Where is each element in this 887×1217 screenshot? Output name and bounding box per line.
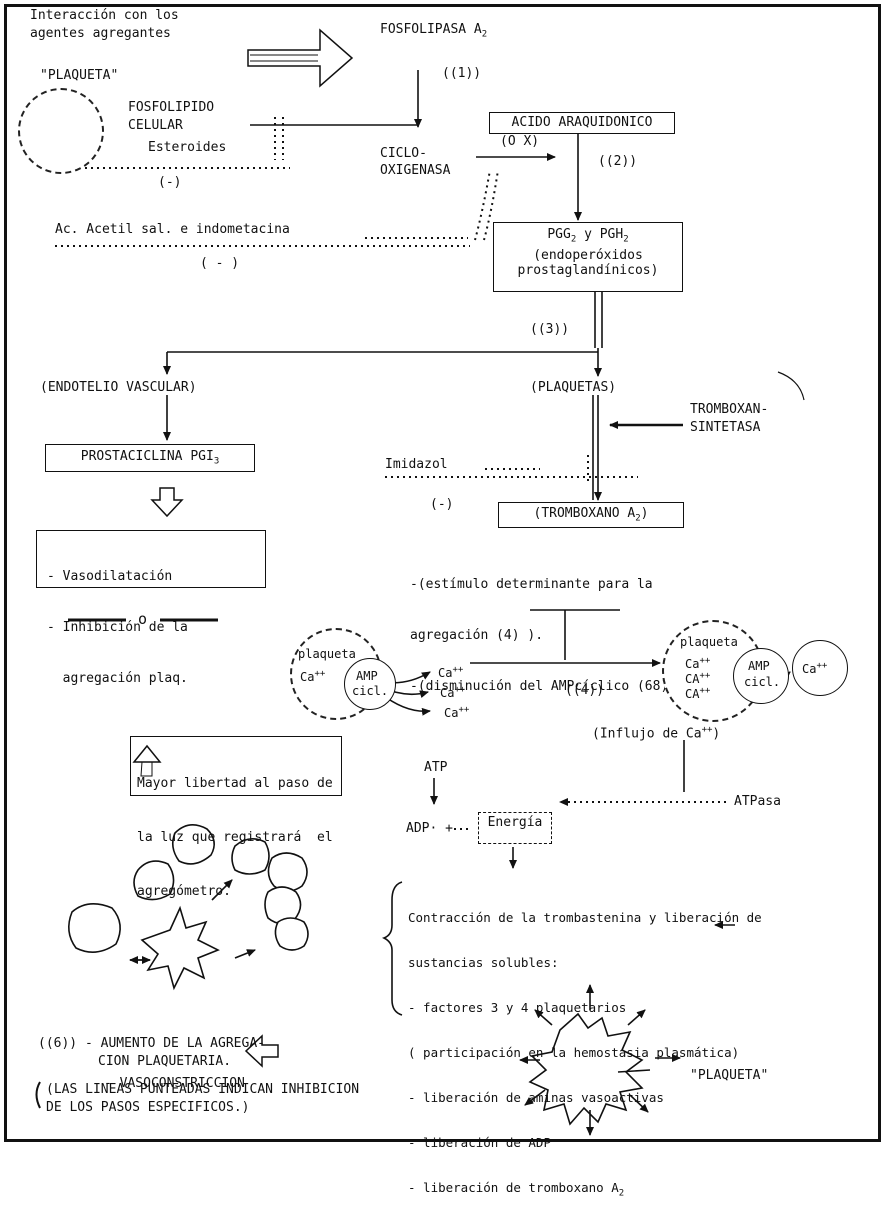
clump-platelet (267, 852, 308, 892)
tromboxan-sintetasa-line1: TROMBOXAN- (690, 402, 769, 417)
contraction-line: - liberación de ADP (408, 1135, 551, 1150)
footer-line2: DE LOS PASOS ESPECIFICOS.) (46, 1100, 250, 1115)
imidazol-label: Imidazol (385, 457, 448, 472)
tromboxano-box: (TROMBOXANO A2) (498, 502, 684, 528)
note-item: -(disminución del AMPcíclico (68)). (410, 679, 684, 694)
contraction-line: Contracción de la trombastenina y libera… (408, 910, 762, 925)
left-platelet-label: plaqueta (298, 647, 356, 661)
light-line: agregómetro. (137, 884, 231, 899)
contraction-line: - liberación de tromboxano A2 (408, 1180, 625, 1199)
aggregation-line1: ((6)) - AUMENTO DE LA AGREGA- (38, 1036, 265, 1051)
left-amp-circle (344, 658, 396, 710)
adp-label: ADP· + (406, 821, 453, 836)
note-item: -(estímulo determinante para la (410, 577, 653, 592)
imidazol-inhibition: (-) (430, 497, 454, 512)
contraction-line: sustancias solubles: (408, 955, 559, 970)
step-3: ((3)) (530, 322, 570, 337)
interaction-arrow (247, 28, 354, 88)
prostaciclina-label: PROSTACICLINA PGI3 (80, 449, 220, 467)
contraction-line: ( participación en la hemostasia plasmát… (408, 1045, 740, 1060)
atp-label: ATP (424, 760, 448, 775)
contraction-line: - factores 3 y 4 plaquetarios (408, 1000, 627, 1015)
note-item: agregación (4) ). (410, 628, 544, 643)
ca-outside-label: Ca++ (802, 661, 828, 676)
ca-outside-circle (792, 640, 848, 696)
right-platelet-ca-caps: CA++ (685, 686, 711, 701)
right-amp-line1: AMP (748, 659, 770, 673)
separator-o: o (138, 610, 148, 628)
clump-platelet (68, 903, 121, 953)
star-platelet (140, 905, 220, 991)
endotelio-label: (ENDOTELIO VASCULAR) (40, 380, 197, 395)
footer-line1: (LAS LINEAS PUNTEADAS INDICAN INHIBICION (46, 1082, 360, 1097)
aspirin-inhibition: ( - ) (200, 256, 240, 271)
plaqueta-cell-illustration (18, 88, 104, 174)
ciclooxigenasa-line1: CICLO- (380, 146, 427, 161)
light-box: Mayor libertad al paso de la luz que reg… (130, 736, 342, 899)
tromboxano-notes: -(estímulo determinante para la agregaci… (410, 542, 684, 712)
light-line: Mayor libertad al paso de (137, 776, 333, 791)
ca-ion: Ca++ (444, 705, 470, 720)
interaction-line1: Interacción con los (30, 8, 179, 23)
fosfolipido-line1: FOSFOLIPIDO (128, 100, 215, 115)
diagram-lines (35, 28, 805, 1136)
diagram-frame (4, 4, 881, 1142)
pgg-line2: (endoperóxidos (533, 247, 643, 263)
ciclooxigenasa-line2: OXIGENASA (380, 163, 451, 178)
influjo-label: (Influjo de Ca++) (592, 725, 721, 742)
clump-platelet (231, 838, 270, 875)
effect-item: - Vasodilatación (47, 569, 173, 584)
light-box-text: Mayor libertad al paso de la luz que reg… (131, 737, 341, 937)
fosfolipido-line2: CELULAR (128, 118, 183, 133)
pgg-line1: PGG2 y PGH2 (547, 227, 629, 245)
right-platelet-ca-caps: CA++ (685, 671, 711, 686)
contraction-list: Contracción de la trombastenina y libera… (408, 880, 762, 1217)
clump-platelet (171, 824, 215, 865)
clump-platelet (274, 917, 309, 951)
esteroides-label: Esteroides (148, 140, 227, 155)
pgg-line3: prostaglandínicos) (517, 262, 659, 278)
plaqueta-bottom-label: "PLAQUETA" (690, 1068, 769, 1083)
right-amp-circle (733, 648, 789, 704)
right-platelet-label: plaqueta (680, 635, 738, 649)
ox-label: (O X) (500, 134, 540, 149)
tromboxan-sintetasa-line2: SINTETASA (690, 420, 761, 435)
stray-mark: ' (96, 680, 104, 695)
fosfolipasa-label: FOSFOLIPASA A2 (380, 22, 488, 40)
aspirin-label: Ac. Acetil sal. e indometacina (55, 222, 290, 237)
star-platelet-large (528, 1012, 644, 1126)
esteroides-inhibition: (-) (158, 175, 182, 190)
interaction-line2: agentes agregantes (30, 26, 171, 41)
left-platelet-ca: Ca++ (300, 669, 326, 684)
effect-item: - Inhibición de la (47, 620, 188, 635)
energia-box: Energía (478, 812, 552, 844)
plaquetas-label: (PLAQUETAS) (530, 380, 617, 395)
tromboxano-label: (TROMBOXANO A2) (533, 506, 649, 524)
step-1: ((1)) (442, 66, 482, 81)
plaqueta-label: "PLAQUETA" (40, 68, 119, 83)
light-line: la luz que registrará el (137, 830, 333, 845)
aggregation-line2: CION PLAQUETARIA. (98, 1054, 232, 1069)
effect-item: agregación plaq. (47, 671, 188, 686)
left-amp-line2: cicl. (352, 684, 389, 698)
pgg-pgh-box: PGG2 y PGH2 (endoperóxidos prostaglandín… (493, 222, 683, 292)
acido-araquidonico-box: ACIDO ARAQUIDONICO (489, 112, 675, 134)
step-2: ((2)) (598, 154, 638, 169)
energia-label: Energía (487, 815, 543, 830)
ca-ion: Ca++ (438, 665, 464, 680)
step-4: ((4)) (565, 683, 605, 698)
effects-box: - Vasodilatación - Inhibición de la agre… (36, 530, 266, 686)
ca-ion: Ca++ (440, 685, 466, 700)
prostaciclina-box: PROSTACICLINA PGI3 (45, 444, 255, 472)
clump-platelet (133, 860, 175, 901)
atpasa-label: ATPasa (734, 794, 781, 809)
vasoconstriccion-label: - VASOCONSTRICCION (104, 1076, 245, 1091)
acido-label: ACIDO ARAQUIDONICO (511, 115, 653, 130)
left-amp-line1: AMP (356, 669, 378, 683)
right-platelet-ca: Ca++ (685, 656, 711, 671)
right-amp-line2: cicl. (744, 675, 781, 689)
contraction-line: - liberación de aminas vasoactivas (408, 1090, 664, 1105)
effects-list: - Vasodilatación - Inhibición de la agre… (37, 531, 265, 721)
